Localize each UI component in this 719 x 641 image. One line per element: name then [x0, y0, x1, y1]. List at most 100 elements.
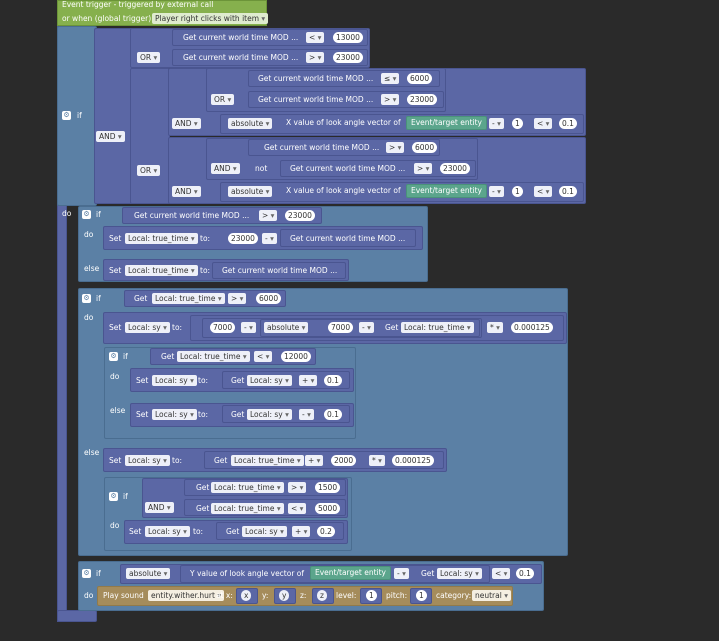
op-dropdown[interactable]: > — [381, 94, 400, 105]
number-value[interactable]: 0.1 — [559, 186, 577, 197]
var-dropdown[interactable]: Local: sy — [242, 526, 287, 537]
op-dropdown[interactable]: > — [288, 482, 307, 493]
var-dropdown[interactable]: Local: sy — [125, 455, 170, 466]
op-dropdown[interactable]: < — [254, 351, 273, 362]
op-dropdown[interactable]: > — [306, 52, 325, 63]
op-dropdown[interactable]: + — [292, 526, 311, 537]
op-dropdown[interactable]: - — [489, 118, 504, 129]
world-time-block[interactable] — [280, 229, 416, 247]
or-dropdown[interactable]: OR — [137, 165, 161, 176]
number-value[interactable]: 0.1 — [559, 118, 577, 129]
gear-icon[interactable]: ⚙ — [82, 294, 91, 303]
number-value[interactable]: 6000 — [407, 73, 433, 84]
number-value[interactable]: 23000 — [407, 94, 437, 105]
op-dropdown[interactable]: ≤ — [381, 73, 400, 84]
op-dropdown[interactable]: + — [299, 375, 318, 386]
var-dropdown[interactable]: Local: sy — [247, 375, 292, 386]
or-dropdown[interactable]: OR — [137, 52, 161, 63]
number-value[interactable]: 1500 — [315, 482, 341, 493]
gear-icon[interactable]: ⚙ — [62, 111, 71, 120]
entity-block[interactable]: Event/target entity — [310, 566, 391, 580]
number-value[interactable]: 0.1 — [324, 409, 342, 420]
number-value[interactable]: 6000 — [412, 142, 438, 153]
y-value[interactable]: y — [279, 590, 290, 601]
absolute-dropdown[interactable]: absolute — [126, 568, 171, 579]
and-dropdown[interactable]: AND — [172, 118, 201, 129]
number-value[interactable]: 13000 — [333, 32, 363, 43]
and-block-1[interactable] — [94, 28, 134, 204]
op-dropdown[interactable]: > — [259, 210, 278, 221]
var-dropdown[interactable]: Local: sy — [152, 375, 197, 386]
op-dropdown[interactable]: * — [369, 455, 385, 466]
number-value[interactable]: 6000 — [256, 293, 282, 304]
op-dropdown[interactable]: > — [386, 142, 405, 153]
and-dropdown[interactable]: AND — [145, 502, 174, 513]
op-dropdown[interactable]: < — [492, 568, 511, 579]
var-dropdown[interactable]: Local: true_time — [211, 503, 284, 514]
op-dropdown[interactable]: > — [414, 163, 433, 174]
number-value[interactable]: 7000 — [328, 322, 354, 333]
number-value[interactable]: 0.2 — [317, 526, 335, 537]
var-dropdown[interactable]: Local: true_time — [401, 322, 474, 333]
compare-block[interactable] — [220, 114, 584, 134]
pitch-value[interactable]: 1 — [416, 590, 427, 601]
op-dropdown[interactable]: - — [262, 233, 277, 244]
number-value[interactable]: 2000 — [331, 455, 357, 466]
op-dropdown[interactable]: + — [305, 455, 324, 466]
op-dropdown[interactable]: - — [299, 409, 314, 420]
op-dropdown[interactable]: * — [487, 322, 503, 333]
var-dropdown[interactable]: Local: true_time — [125, 233, 198, 244]
x-value[interactable]: x — [241, 590, 252, 601]
op-dropdown[interactable]: < — [534, 118, 553, 129]
gear-icon[interactable]: ⚙ — [109, 352, 118, 361]
sound-name-field[interactable]: entity.wither.hurt — [148, 590, 225, 601]
world-time-block[interactable] — [212, 262, 346, 279]
compare-block[interactable] — [220, 182, 584, 202]
var-dropdown[interactable]: Local: sy — [437, 568, 482, 579]
and-dropdown[interactable]: AND — [96, 131, 125, 142]
number-value[interactable]: 5000 — [315, 503, 341, 514]
absolute-dropdown[interactable]: absolute — [228, 118, 273, 129]
op-dropdown[interactable]: - — [394, 568, 409, 579]
entity-block[interactable]: Event/target entity — [406, 116, 487, 130]
var-dropdown[interactable]: Local: true_time — [125, 265, 198, 276]
gear-icon[interactable]: ⚙ — [82, 210, 91, 219]
var-dropdown[interactable]: Local: true_time — [177, 351, 250, 362]
number-value[interactable]: 0.1 — [324, 375, 342, 386]
category-dropdown[interactable]: neutral — [472, 590, 511, 601]
level-value[interactable]: 1 — [366, 590, 377, 601]
and-dropdown[interactable]: AND — [211, 163, 240, 174]
number-value[interactable]: 0.1 — [516, 568, 534, 579]
var-dropdown[interactable]: Local: true_time — [211, 482, 284, 493]
number-value[interactable]: 1 — [512, 118, 523, 129]
op-dropdown[interactable]: < — [306, 32, 325, 43]
var-dropdown[interactable]: Local: sy — [247, 409, 292, 420]
z-value[interactable]: z — [317, 590, 327, 601]
number-value[interactable]: 23000 — [228, 233, 258, 244]
var-dropdown[interactable]: Local: sy — [125, 322, 170, 333]
absolute-dropdown[interactable]: absolute — [264, 322, 309, 333]
op-dropdown[interactable]: - — [241, 322, 256, 333]
number-value[interactable]: 23000 — [333, 52, 363, 63]
number-value[interactable]: 23000 — [440, 163, 470, 174]
entity-block[interactable]: Event/target entity — [406, 184, 487, 198]
var-dropdown[interactable]: Local: true_time — [231, 455, 304, 466]
absolute-dropdown[interactable]: absolute — [228, 186, 273, 197]
number-value[interactable]: 7000 — [210, 322, 236, 333]
or-dropdown[interactable]: OR — [211, 94, 235, 105]
op-dropdown[interactable]: < — [534, 186, 553, 197]
var-dropdown[interactable]: Local: sy — [145, 526, 190, 537]
number-value[interactable]: 1 — [512, 186, 523, 197]
var-dropdown[interactable]: Local: sy — [152, 409, 197, 420]
gear-icon[interactable]: ⚙ — [82, 569, 91, 578]
trigger-dropdown[interactable]: Player right clicks with item — [152, 13, 269, 24]
number-value[interactable]: 0.000125 — [511, 322, 553, 333]
op-dropdown[interactable]: - — [489, 186, 504, 197]
and-dropdown[interactable]: AND — [172, 186, 201, 197]
op-dropdown[interactable]: < — [288, 503, 307, 514]
or-block-2[interactable] — [130, 68, 170, 204]
op-dropdown[interactable]: > — [228, 293, 247, 304]
number-value[interactable]: 12000 — [281, 351, 311, 362]
number-value[interactable]: 23000 — [285, 210, 315, 221]
var-dropdown[interactable]: Local: true_time — [152, 293, 225, 304]
